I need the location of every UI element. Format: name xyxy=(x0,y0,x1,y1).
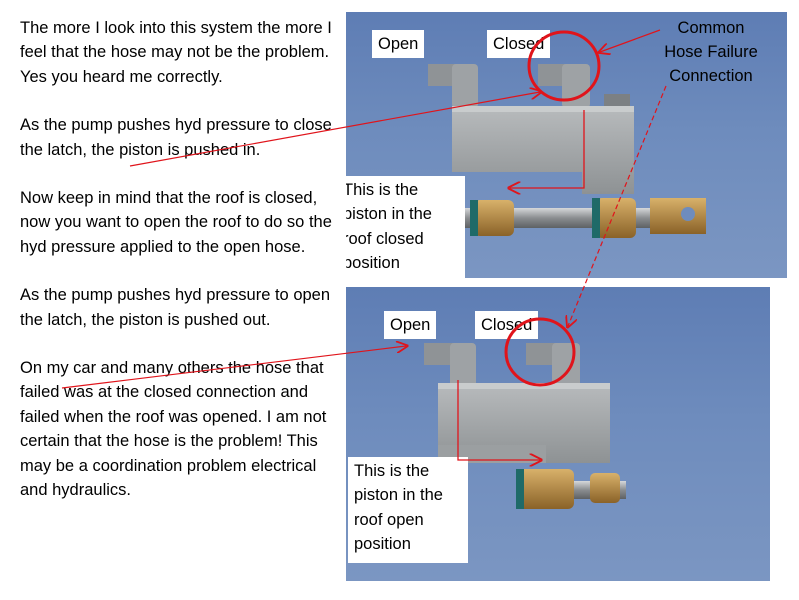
paragraph-1: The more I look into this system the mor… xyxy=(20,19,332,86)
top-open-label: Open xyxy=(372,30,425,58)
top-closed-circle xyxy=(527,30,601,102)
piston-path-top xyxy=(510,110,585,188)
paragraph-3: Now keep in mind that the roof is closed… xyxy=(20,189,332,256)
common-hose-failure-label: Common Hose Failure Connection xyxy=(664,19,758,85)
photo-roof-open: Open Closed This is the piston in the ro… xyxy=(346,287,770,581)
photo-roof-closed: Open Closed This is the piston in the ro… xyxy=(346,12,787,278)
latch-assembly-closed-image xyxy=(428,64,706,238)
arrow-open-latch xyxy=(61,346,406,389)
paragraph-5: On my car and many others the hose that … xyxy=(20,359,327,500)
bottom-closed-label: Closed xyxy=(475,311,539,339)
paragraph-4: As the pump pushes hyd pressure to open … xyxy=(20,286,331,329)
blank-strip xyxy=(771,287,799,581)
top-piston-caption: This is the piston in the roof closed po… xyxy=(346,176,465,278)
bottom-open-label: Open xyxy=(384,311,437,339)
bottom-closed-circle xyxy=(504,317,576,387)
paragraph-2: As the pump pushes hyd pressure to close… xyxy=(20,116,332,159)
bottom-piston-caption: This is the piston in the roof open posi… xyxy=(348,457,468,563)
explanation-text: The more I look into this system the mor… xyxy=(20,16,332,503)
latch-assembly-open-image xyxy=(424,343,626,509)
top-closed-label: Closed xyxy=(487,30,551,58)
arrow-common-failure-top xyxy=(600,29,661,52)
arrow-close-latch xyxy=(129,92,540,167)
arrow-common-failure-bottom xyxy=(568,85,667,326)
piston-path-bottom xyxy=(457,380,540,460)
